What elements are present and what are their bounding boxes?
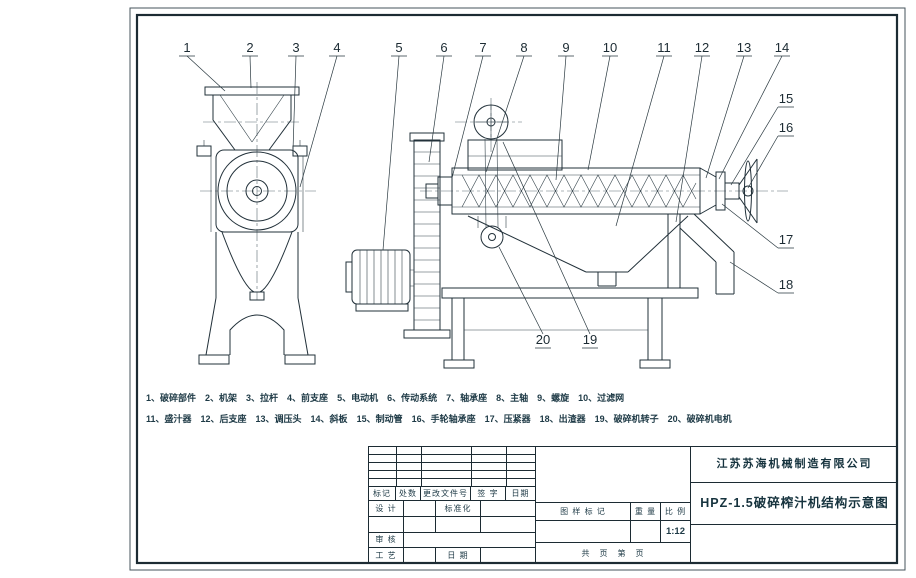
feed-hopper xyxy=(204,86,300,151)
legend-item: 17、压紧器 xyxy=(484,414,531,424)
bearing-seat xyxy=(425,176,453,206)
callout-3: 3 xyxy=(292,40,299,55)
title-block: 标记 处数 更改文件号 签 字 日期 设 计 标准化 审 核 工 艺 日 期 图… xyxy=(368,446,898,564)
collector-cone xyxy=(221,231,293,301)
titleblock-cell-blank xyxy=(404,533,536,548)
titleblock-cell-pages: 共 页 第 页 xyxy=(536,543,691,564)
border-frame xyxy=(129,7,906,571)
callout-16: 16 xyxy=(779,120,793,135)
legend-item: 6、传动系统 xyxy=(387,393,438,403)
machine-frame xyxy=(441,287,699,369)
legend-item: 13、调压头 xyxy=(255,414,302,424)
callout-4: 4 xyxy=(333,40,340,55)
titleblock-cell-blank xyxy=(404,517,436,533)
legend-item: 4、前支座 xyxy=(287,393,329,403)
callout-1: 1 xyxy=(183,40,190,55)
titleblock-cell-blank xyxy=(404,501,436,517)
crusher-stand xyxy=(198,232,316,365)
titleblock-cell-design: 设 计 xyxy=(369,501,404,517)
titleblock-cell-standard: 标准化 xyxy=(436,501,481,517)
callout-13: 13 xyxy=(737,40,751,55)
titleblock-cell-count: 处数 xyxy=(396,487,421,501)
callout-19: 19 xyxy=(583,332,597,347)
discharge-chute xyxy=(679,213,735,295)
titleblock-cell-process: 工 艺 xyxy=(369,548,404,564)
parts-legend-line1: 1、破碎部件 2、机架 3、拉杆 4、前支座 5、电动机 6、传动系统 7、轴承… xyxy=(146,391,846,404)
titleblock-cell-blank xyxy=(536,521,631,543)
titleblock-cell-check: 审 核 xyxy=(369,533,404,548)
callout-7: 7 xyxy=(479,40,486,55)
legend-item: 11、盛汁器 xyxy=(146,414,192,424)
titleblock-cell-docno: 更改文件号 xyxy=(421,487,471,501)
revision-grid xyxy=(369,447,536,487)
titleblock-cell-blank xyxy=(481,501,536,517)
titleblock-cell-blank xyxy=(481,548,536,564)
company-name: 江苏苏海机械制造有限公司 xyxy=(691,447,898,483)
crusher-pulley xyxy=(473,104,509,140)
legend-item: 3、拉杆 xyxy=(246,393,279,403)
leader-lines xyxy=(179,55,794,349)
legend-item: 18、出渣器 xyxy=(539,414,586,424)
callout-12: 12 xyxy=(695,40,709,55)
parts-legend: 1、破碎部件 2、机架 3、拉杆 4、前支座 5、电动机 6、传动系统 7、轴承… xyxy=(146,391,846,433)
crusher-housing xyxy=(215,149,299,233)
tie-rod-lugs xyxy=(196,140,308,232)
callout-8: 8 xyxy=(520,40,527,55)
parts-legend-line2: 11、盛汁器 12、后支座 13、调压头 14、斜板 15、制动管 16、手轮轴… xyxy=(146,412,846,425)
titleblock-cell-blank xyxy=(536,447,691,503)
titleblock-cell-date: 日期 xyxy=(506,487,536,501)
callout-5: 5 xyxy=(395,40,402,55)
legend-item: 16、手轮轴承座 xyxy=(411,414,476,424)
callout-14: 14 xyxy=(775,40,789,55)
legend-item: 7、轴承座 xyxy=(446,393,488,403)
drawing-title: HPZ-1.5破碎榨汁机结构示意图 xyxy=(691,483,898,525)
legend-item: 12、后支座 xyxy=(200,414,247,424)
callout-11: 11 xyxy=(657,40,671,55)
legend-item: 8、主轴 xyxy=(496,393,529,403)
legend-item: 1、破碎部件 xyxy=(146,393,197,403)
callout-6: 6 xyxy=(440,40,447,55)
juice-collector xyxy=(467,215,689,287)
legend-item: 10、过滤网 xyxy=(578,393,625,403)
electric-motor xyxy=(345,249,414,312)
callout-18: 18 xyxy=(779,277,793,292)
callout-9: 9 xyxy=(562,40,569,55)
callout-2: 2 xyxy=(246,40,253,55)
legend-item: 19、破碎机转子 xyxy=(594,414,659,424)
titleblock-cell-date2: 日 期 xyxy=(436,548,481,564)
legend-item: 14、斜板 xyxy=(310,414,348,424)
legend-item: 2、机架 xyxy=(205,393,238,403)
crusher-box xyxy=(467,139,563,171)
titleblock-cell-blank xyxy=(481,517,536,533)
titleblock-cell-scale-value: 1:12 xyxy=(661,521,691,543)
transmission-column xyxy=(403,132,451,339)
titleblock-cell-blank xyxy=(404,548,436,564)
titleblock-cell-weight: 重 量 xyxy=(631,503,661,521)
handwheel xyxy=(744,160,752,222)
right-view-press xyxy=(345,98,788,369)
left-view-crusher xyxy=(196,82,316,365)
titleblock-cell-stamp: 图 样 标 记 xyxy=(536,503,631,521)
titleblock-cell-mark: 标记 xyxy=(369,487,396,501)
legend-item: 9、螺旋 xyxy=(537,393,570,403)
legend-item: 5、电动机 xyxy=(337,393,379,403)
legend-item: 15、制动管 xyxy=(356,414,403,424)
crusher-motor xyxy=(477,138,507,249)
titleblock-cell-blank xyxy=(369,517,404,533)
callout-numbers: 1 2 3 4 5 6 7 8 9 10 11 12 13 14 15 16 1… xyxy=(183,40,793,347)
legend-item: 20、破碎机电机 xyxy=(667,414,732,424)
titleblock-cell-scale: 比 例 xyxy=(661,503,691,521)
titleblock-cell-sign: 签 字 xyxy=(471,487,506,501)
callout-20: 20 xyxy=(536,332,550,347)
callout-17: 17 xyxy=(779,232,793,247)
titleblock-cell-blank xyxy=(436,517,481,533)
callout-10: 10 xyxy=(603,40,617,55)
titleblock-cell-blank xyxy=(691,525,898,564)
titleblock-cell-blank xyxy=(631,521,661,543)
callout-15: 15 xyxy=(779,91,793,106)
